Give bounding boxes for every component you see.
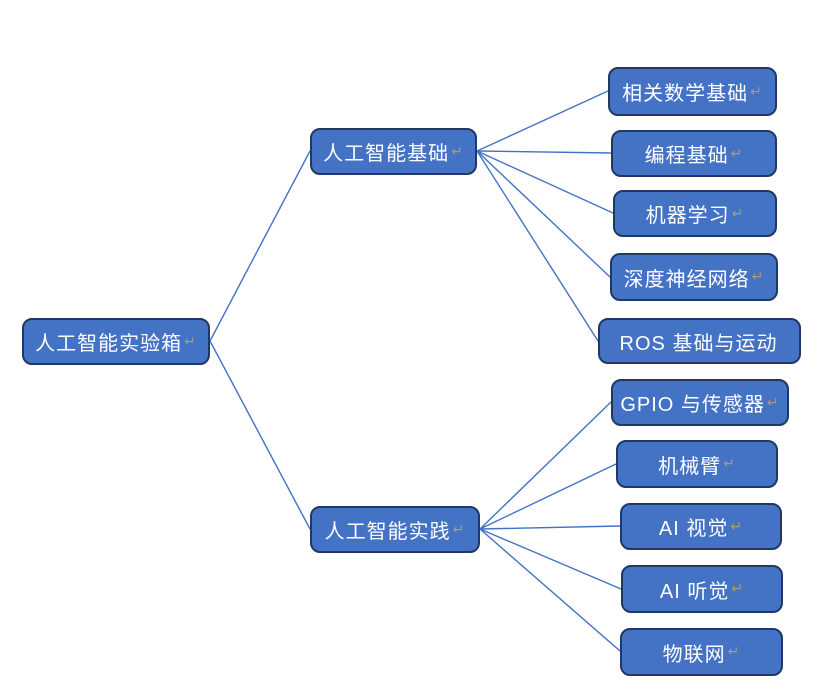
connector-basics-ros bbox=[476, 150, 599, 342]
connector-basics-math bbox=[476, 90, 609, 152]
node-label: 相关数学基础 bbox=[622, 83, 749, 105]
node-deep-neural-network[interactable]: 深度神经网络 ↵ bbox=[610, 253, 778, 301]
node-label: AI 视觉 bbox=[658, 518, 729, 540]
node-machine-learning[interactable]: 机器学习 ↵ bbox=[613, 190, 777, 237]
node-label: 人工智能基础 bbox=[323, 143, 450, 165]
connector-basics-dnn bbox=[476, 150, 611, 278]
node-label: AI 听觉 bbox=[659, 580, 730, 603]
connector-practice-arm bbox=[479, 463, 617, 530]
node-root-ai-experiment-box[interactable]: 人工智能实验箱 ↵ bbox=[22, 318, 210, 365]
node-label: ROS 基础与运动 bbox=[619, 332, 778, 355]
paragraph-return-icon: ↵ bbox=[730, 517, 744, 534]
connector-practice-gpio bbox=[479, 401, 612, 530]
paragraph-return-icon: ↵ bbox=[731, 204, 745, 221]
paragraph-return-icon: ↵ bbox=[751, 268, 765, 284]
paragraph-return-icon: ↵ bbox=[184, 332, 197, 349]
paragraph-return-icon: ↵ bbox=[727, 643, 741, 659]
connector-practice-vision bbox=[479, 525, 621, 530]
paragraph-return-icon: ↵ bbox=[750, 82, 763, 99]
connector-basics-ml bbox=[476, 150, 614, 214]
node-label: 深度神经网络 bbox=[623, 268, 750, 291]
node-ai-vision[interactable]: AI 视觉 ↵ bbox=[620, 503, 782, 550]
node-gpio-sensors[interactable]: GPIO 与传感器 ↵ bbox=[611, 379, 789, 426]
connector-practice-hearing bbox=[479, 528, 622, 590]
node-iot[interactable]: 物联网 ↵ bbox=[620, 628, 783, 676]
node-label: 机器学习 bbox=[645, 205, 730, 227]
paragraph-return-icon: ↵ bbox=[766, 393, 780, 410]
node-ros-basics-motion[interactable]: ROS 基础与运动 bbox=[598, 318, 801, 364]
paragraph-return-icon: ↵ bbox=[730, 144, 744, 161]
node-label: GPIO 与传感器 bbox=[620, 394, 765, 416]
paragraph-return-icon: ↵ bbox=[451, 142, 464, 159]
node-ai-practice[interactable]: 人工智能实践 ↵ bbox=[310, 506, 480, 553]
node-label: 人工智能实践 bbox=[324, 521, 451, 543]
node-label: 物联网 bbox=[662, 643, 726, 666]
node-ai-basics[interactable]: 人工智能基础 ↵ bbox=[310, 128, 477, 175]
node-label: 人工智能实验箱 bbox=[35, 333, 183, 355]
connector-root-practice bbox=[209, 340, 311, 530]
node-label: 机械臂 bbox=[658, 455, 722, 478]
paragraph-return-icon: ↵ bbox=[723, 455, 736, 471]
node-robot-arm[interactable]: 机械臂 ↵ bbox=[616, 440, 778, 488]
node-label: 编程基础 bbox=[644, 145, 729, 167]
node-math-basics[interactable]: 相关数学基础 ↵ bbox=[608, 67, 777, 116]
node-ai-hearing[interactable]: AI 听觉 ↵ bbox=[621, 565, 783, 613]
paragraph-return-icon: ↵ bbox=[452, 520, 466, 537]
connector-root-basics bbox=[209, 150, 311, 342]
connector-basics-programming bbox=[476, 150, 612, 154]
node-programming-basics[interactable]: 编程基础 ↵ bbox=[611, 130, 777, 177]
connector-practice-iot bbox=[479, 528, 621, 652]
paragraph-return-icon: ↵ bbox=[731, 580, 745, 596]
